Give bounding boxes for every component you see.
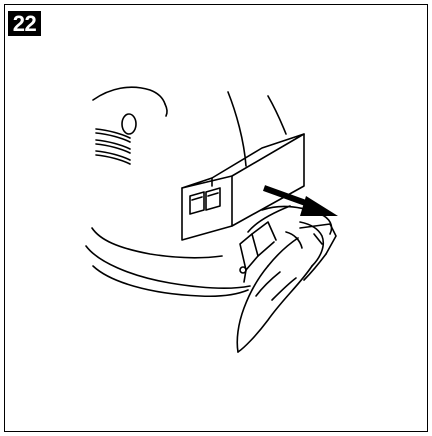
step-number-badge: 22 (8, 11, 41, 36)
housing-back-curve (268, 96, 286, 134)
housing-side-curve (228, 92, 246, 166)
round-button (122, 114, 136, 134)
housing-base-inner (93, 266, 248, 296)
lever-panel (300, 224, 336, 280)
housing-top-curve (165, 104, 167, 116)
housing-base-outer (86, 246, 250, 288)
removable-block (182, 134, 304, 240)
vent-slots (96, 129, 130, 164)
latch-assembly (240, 206, 290, 282)
housing-top-outline (93, 87, 165, 104)
instruction-panel-frame (4, 4, 428, 432)
housing-left-edge (92, 228, 222, 258)
removal-arrow (264, 188, 338, 216)
